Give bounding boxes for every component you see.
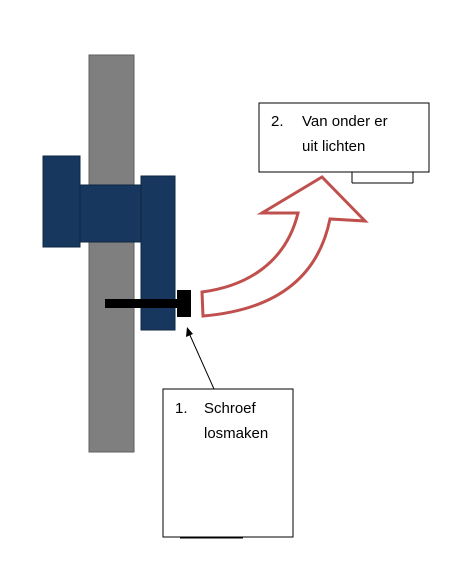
- callout-2-line-2: uit lichten: [302, 138, 365, 155]
- screw-head: [177, 290, 191, 317]
- screw-shaft: [105, 299, 179, 308]
- callout-1-line-2: losmaken: [204, 425, 268, 442]
- callout-1-number: 1.: [175, 400, 188, 417]
- callout-box-2: 2. Van onder er uit lichten: [258, 102, 430, 184]
- bracket-crossbar: [79, 184, 142, 243]
- callout-1-line-1: Schroef: [204, 400, 257, 417]
- callout-1-pointer: [188, 332, 215, 390]
- callout-2-line-1: Van onder er: [302, 113, 388, 130]
- lift-arrow: [200, 175, 369, 318]
- callout-2-number: 2.: [271, 113, 284, 130]
- callout-box-1: 1. Schroef losmaken: [162, 388, 294, 539]
- wall-post: [88, 54, 135, 453]
- callout-1-frame: [162, 388, 294, 538]
- bracket-back-plate: [42, 155, 81, 248]
- callout-1-pointer-head: [186, 327, 193, 337]
- callout-2-frame: [258, 102, 430, 173]
